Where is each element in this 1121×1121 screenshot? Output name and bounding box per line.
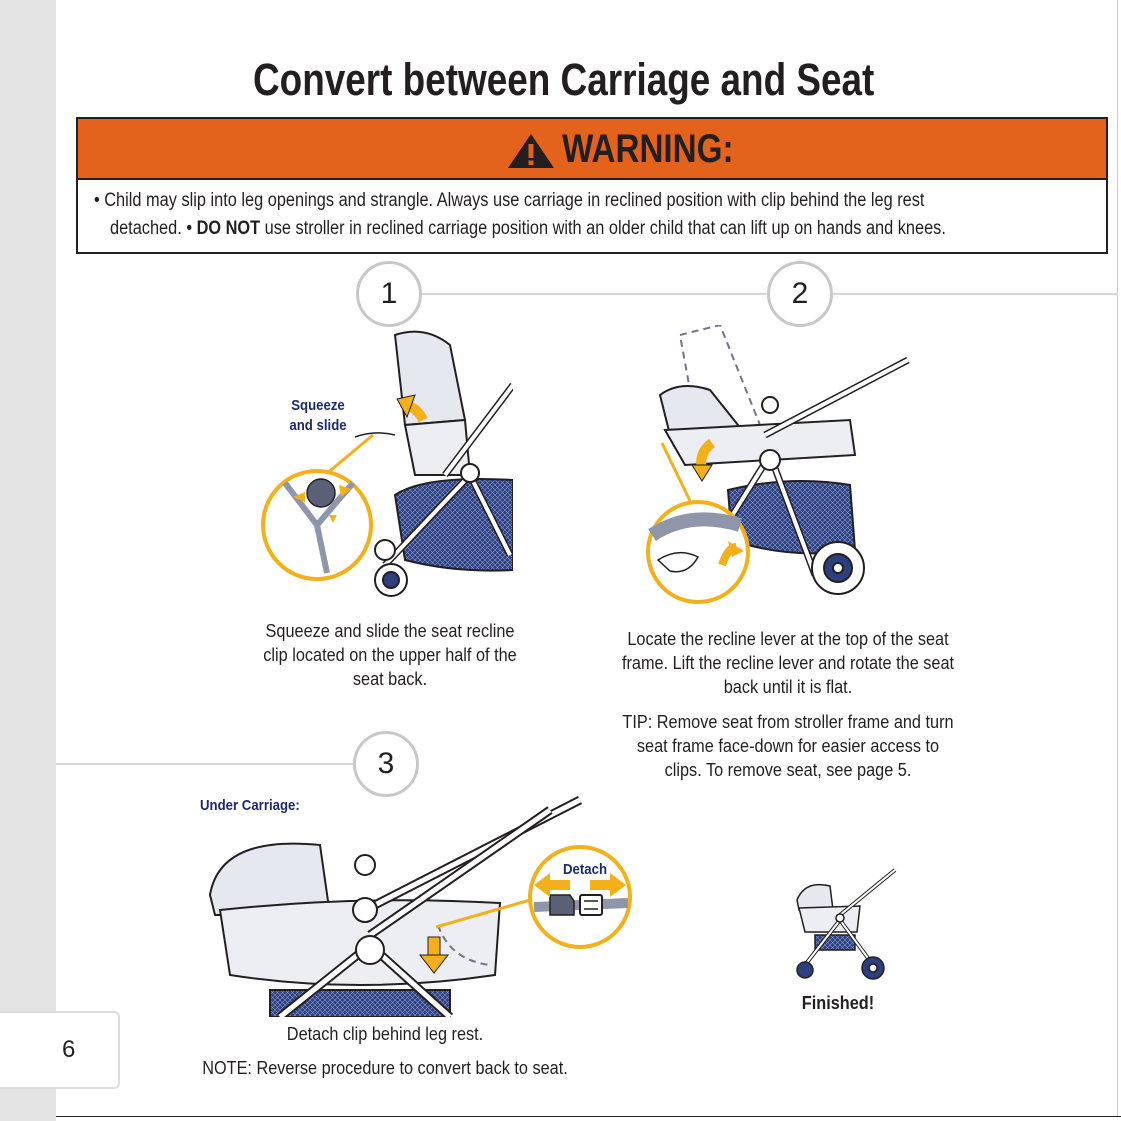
- step-1-caption-line-1: Squeeze and slide the seat recline: [265, 620, 515, 641]
- step-2-caption-line-2: frame. Lift the recline lever and rotate…: [621, 652, 955, 673]
- step-3-rule: [56, 763, 356, 765]
- step-2-caption-line-1: Locate the recline lever at the top of t…: [627, 628, 949, 649]
- step-1-callout-line-1: Squeeze: [291, 397, 345, 414]
- step-1-illustration: [261, 330, 513, 597]
- warning-triangle-icon: [508, 134, 554, 168]
- step-1-caption-line-3: seat back.: [352, 668, 428, 689]
- step-1-number: 1: [356, 261, 422, 327]
- step-2-tip-line-2: seat frame face-down for easier access t…: [636, 735, 940, 756]
- step-3-label: Under Carriage:: [200, 797, 300, 814]
- step-2-caption-line-3: back until it is flat.: [723, 676, 853, 697]
- detach-right-arrow-icon: [610, 873, 626, 897]
- step-2-caption: Locate the recline lever at the top of t…: [592, 627, 984, 699]
- step-1-rule: [420, 293, 770, 295]
- step-1-callout: Squeeze and slide: [274, 396, 362, 436]
- buckle-clip-icon: [549, 894, 575, 916]
- page-side-strip: [0, 0, 56, 1121]
- detach-left-arrow-icon: [534, 873, 550, 897]
- step-3-callout: Detach: [562, 861, 608, 878]
- step-2-illustration: [646, 325, 910, 604]
- finished-label: Finished!: [801, 992, 875, 1013]
- warning-text-start: detached. •: [110, 218, 193, 239]
- hand-icon: [656, 551, 700, 573]
- recline-clip-icon: [306, 478, 336, 508]
- step-1-arrow-icon: [396, 394, 428, 423]
- step-3-note: NOTE: Reverse procedure to convert back …: [202, 1057, 568, 1078]
- step-2-arrow-icon: [691, 438, 716, 482]
- step-3-number: 3: [353, 731, 419, 797]
- step-3-illustration: [208, 795, 632, 1017]
- warning-do-not: DO NOT: [196, 218, 261, 239]
- step-1-caption: Squeeze and slide the seat recline clip …: [232, 619, 549, 691]
- step-1-callout-line-2: and slide: [289, 417, 347, 434]
- warning-title: WARNING:: [562, 127, 734, 171]
- warning-text-end: use stroller in reclined carriage positi…: [264, 218, 946, 239]
- warning-box: WARNING: • Child may slip into leg openi…: [76, 117, 1108, 254]
- right-edge-rule: [1117, 0, 1118, 1117]
- page-number-tab: [0, 1011, 120, 1089]
- step-3-caption: Detach clip behind leg rest.: [286, 1023, 484, 1044]
- finished-stroller-illustration: [796, 868, 897, 980]
- bottom-rule: [56, 1116, 1121, 1117]
- step-2-tip-line-3: clips. To remove seat, see page 5.: [664, 759, 912, 780]
- page-title: Convert between Carriage and Seat: [253, 54, 875, 105]
- warning-header: WARNING:: [78, 119, 1106, 180]
- step-2-tip-line-1: TIP: Remove seat from stroller frame and…: [622, 711, 954, 732]
- step-2-number: 2: [767, 261, 833, 327]
- step-1-caption-line-2: clip located on the upper half of the: [263, 644, 517, 665]
- step-2-tip: TIP: Remove seat from stroller frame and…: [592, 710, 984, 782]
- page-number: 6: [62, 1036, 76, 1063]
- step-3-down-arrow-icon: [418, 936, 450, 974]
- step-2-rule: [832, 293, 1118, 295]
- warning-text-line-2: detached. • DO NOT use stroller in recli…: [110, 217, 946, 241]
- warning-text-line-1: • Child may slip into leg openings and s…: [94, 190, 925, 211]
